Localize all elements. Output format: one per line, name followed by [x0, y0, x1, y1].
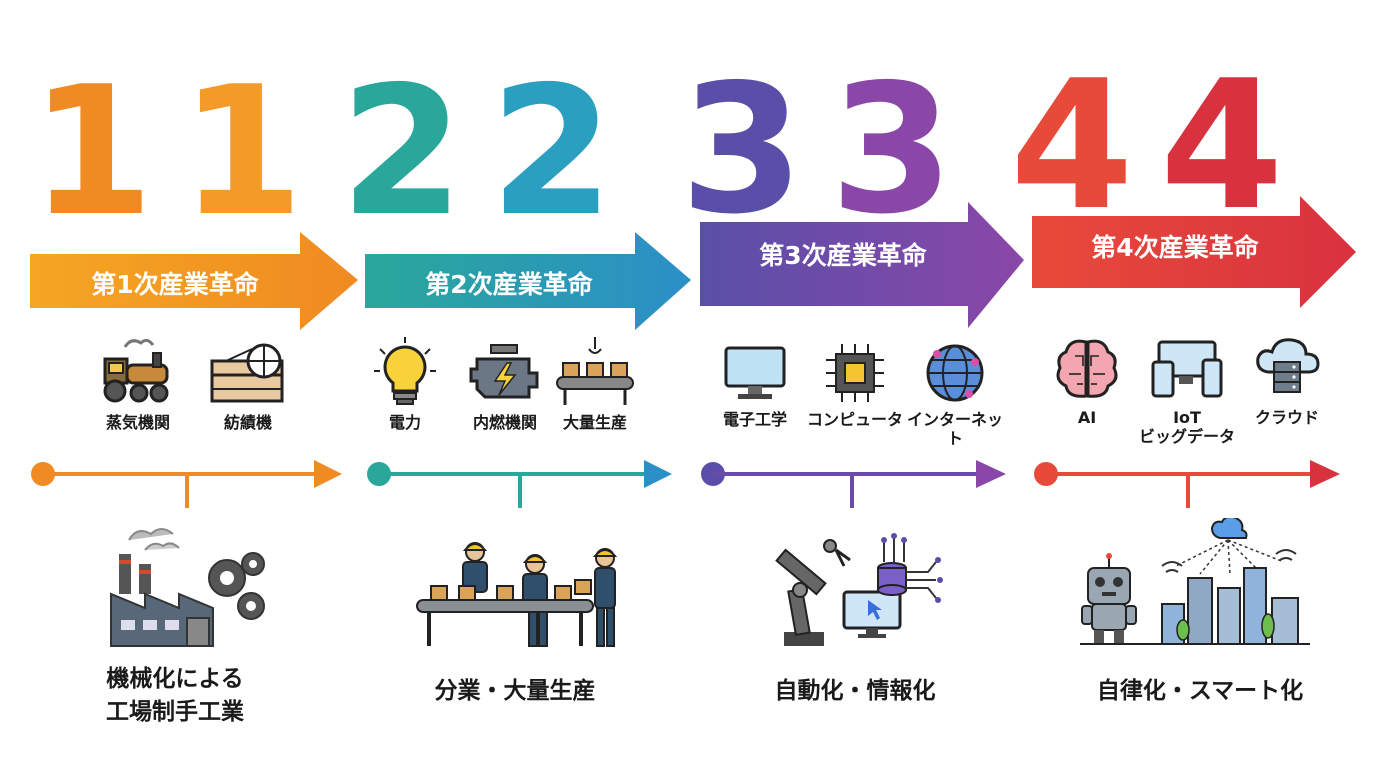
robot-arm-computer-icon: [775, 533, 943, 646]
era-4: 4 4 第4次産業革命 AI IoT ビッグデータ: [1010, 0, 1370, 768]
era-2-icon-item-1: 電力: [355, 335, 455, 432]
era-2-number-b: 2: [489, 48, 614, 255]
era-3-number-a: 3: [680, 46, 804, 253]
era-3-icon-label-3: インターネット: [906, 410, 1003, 448]
era-1: 1 1 第1次産業革命 蒸気機関: [30, 0, 360, 768]
era-2-numbers: 2 2: [340, 62, 620, 242]
robot-smart-city-icon: [1080, 515, 1310, 645]
era-2-icons: 電力 内燃機関 大量生産: [355, 335, 645, 432]
steam-locomotive-icon: [103, 338, 169, 403]
era-1-numbers: 1 1: [30, 62, 310, 242]
globe-network-icon: [926, 344, 984, 402]
era-3-icon-label-1: 電子工学: [722, 410, 787, 429]
era-2-icon-label-3: 大量生産: [562, 413, 627, 432]
era-4-label: 第4次産業革命: [1091, 233, 1259, 262]
era-4-icon-item-2: IoT ビッグデータ: [1132, 336, 1242, 446]
era-4-timeline: [1010, 450, 1355, 534]
era-3-timeline: [680, 450, 1020, 534]
era-4-numbers: 4 4: [1010, 56, 1290, 236]
era-1-icons: 蒸気機関 紡績機: [88, 335, 298, 432]
era-3-number-b: 3: [829, 46, 954, 253]
workers-conveyor-icon: [416, 542, 618, 647]
era-4-icons: AI IoT ビッグデータ クラウド: [1042, 336, 1332, 446]
era-4-icon-label-1: AI: [1077, 408, 1097, 427]
era-1-result: 機械化による 工場制手工業: [106, 666, 244, 725]
era-3-icon-item-1: 電子工学: [705, 342, 805, 448]
era-2-timeline: [340, 450, 680, 534]
era-2: 2 2 第2次産業革命 電力 内燃機関: [340, 0, 693, 768]
era-4-band-arrow: 第4次産業革命: [1032, 196, 1358, 308]
era-4-result: 自律化・スマート化: [1096, 678, 1304, 704]
era-2-icon-label-1: 電力: [388, 413, 421, 432]
brain-ai-icon: [1056, 339, 1118, 398]
era-3-icon-item-2: コンピュータ: [805, 342, 905, 448]
era-4-number-a: 4: [1010, 42, 1134, 249]
era-2-icon-label-2: 内燃機関: [472, 413, 537, 432]
era-2-band-arrow: 第2次産業革命: [365, 232, 693, 332]
devices-iot-icon: [1151, 340, 1223, 398]
spinning-machine-icon: [210, 343, 284, 403]
era-1-number-b: 1: [179, 48, 304, 255]
era-3-band-arrow: 第3次産業革命: [700, 202, 1026, 332]
era-1-icon-label-2: 紡績機: [223, 413, 272, 432]
era-3-icon-item-3: インターネット: [905, 342, 1005, 448]
era-3: 3 3 第3次産業革命 電子工学 コンピュータ: [680, 0, 1030, 768]
era-3-result: 自動化・情報化: [774, 678, 936, 704]
cloud-server-icon: [1256, 338, 1320, 393]
era-2-icon-item-2: 内燃機関: [455, 335, 555, 432]
era-1-icon-item-2: 紡績機: [198, 335, 298, 432]
era-2-icon-item-3: 大量生産: [545, 335, 645, 432]
era-1-icon-label-1: 蒸気機関: [105, 413, 170, 432]
era-3-icon-label-2: コンピュータ: [806, 410, 903, 429]
conveyor-icon: [556, 337, 634, 405]
era-1-factory-scene: [105, 520, 275, 654]
era-1-icon-item-1: 蒸気機関: [88, 335, 188, 432]
factory-icon: [110, 528, 265, 647]
era-4-icon-label-2: IoT ビッグデータ: [1138, 408, 1235, 446]
era-1-timeline: [30, 450, 350, 534]
engine-icon: [469, 344, 539, 399]
era-1-label: 第1次産業革命: [91, 270, 259, 299]
era-3-numbers: 3 3: [680, 60, 960, 240]
monitor-icon: [724, 346, 786, 399]
era-3-automation-scene: [770, 528, 960, 657]
era-2-assembly-scene: [415, 530, 635, 654]
era-4-icon-label-3: クラウド: [1254, 408, 1319, 427]
era-4-icon-item-1: AI: [1042, 336, 1132, 446]
era-4-smart-city-scene: [1080, 515, 1310, 652]
era-1-number-a: 1: [30, 48, 154, 255]
era-1-band-arrow: 第1次産業革命: [30, 232, 360, 332]
cpu-chip-icon: [826, 344, 884, 402]
era-2-label: 第2次産業革命: [425, 270, 593, 299]
era-2-result: 分業・大量生産: [434, 678, 596, 704]
era-4-icon-item-3: クラウド: [1242, 336, 1332, 446]
light-bulb-icon: [374, 337, 436, 405]
era-4-number-b: 4: [1159, 42, 1284, 249]
era-3-label: 第3次産業革命: [759, 241, 927, 270]
era-2-number-a: 2: [340, 48, 464, 255]
era-3-icons: 電子工学 コンピュータ インターネット: [705, 342, 1005, 448]
